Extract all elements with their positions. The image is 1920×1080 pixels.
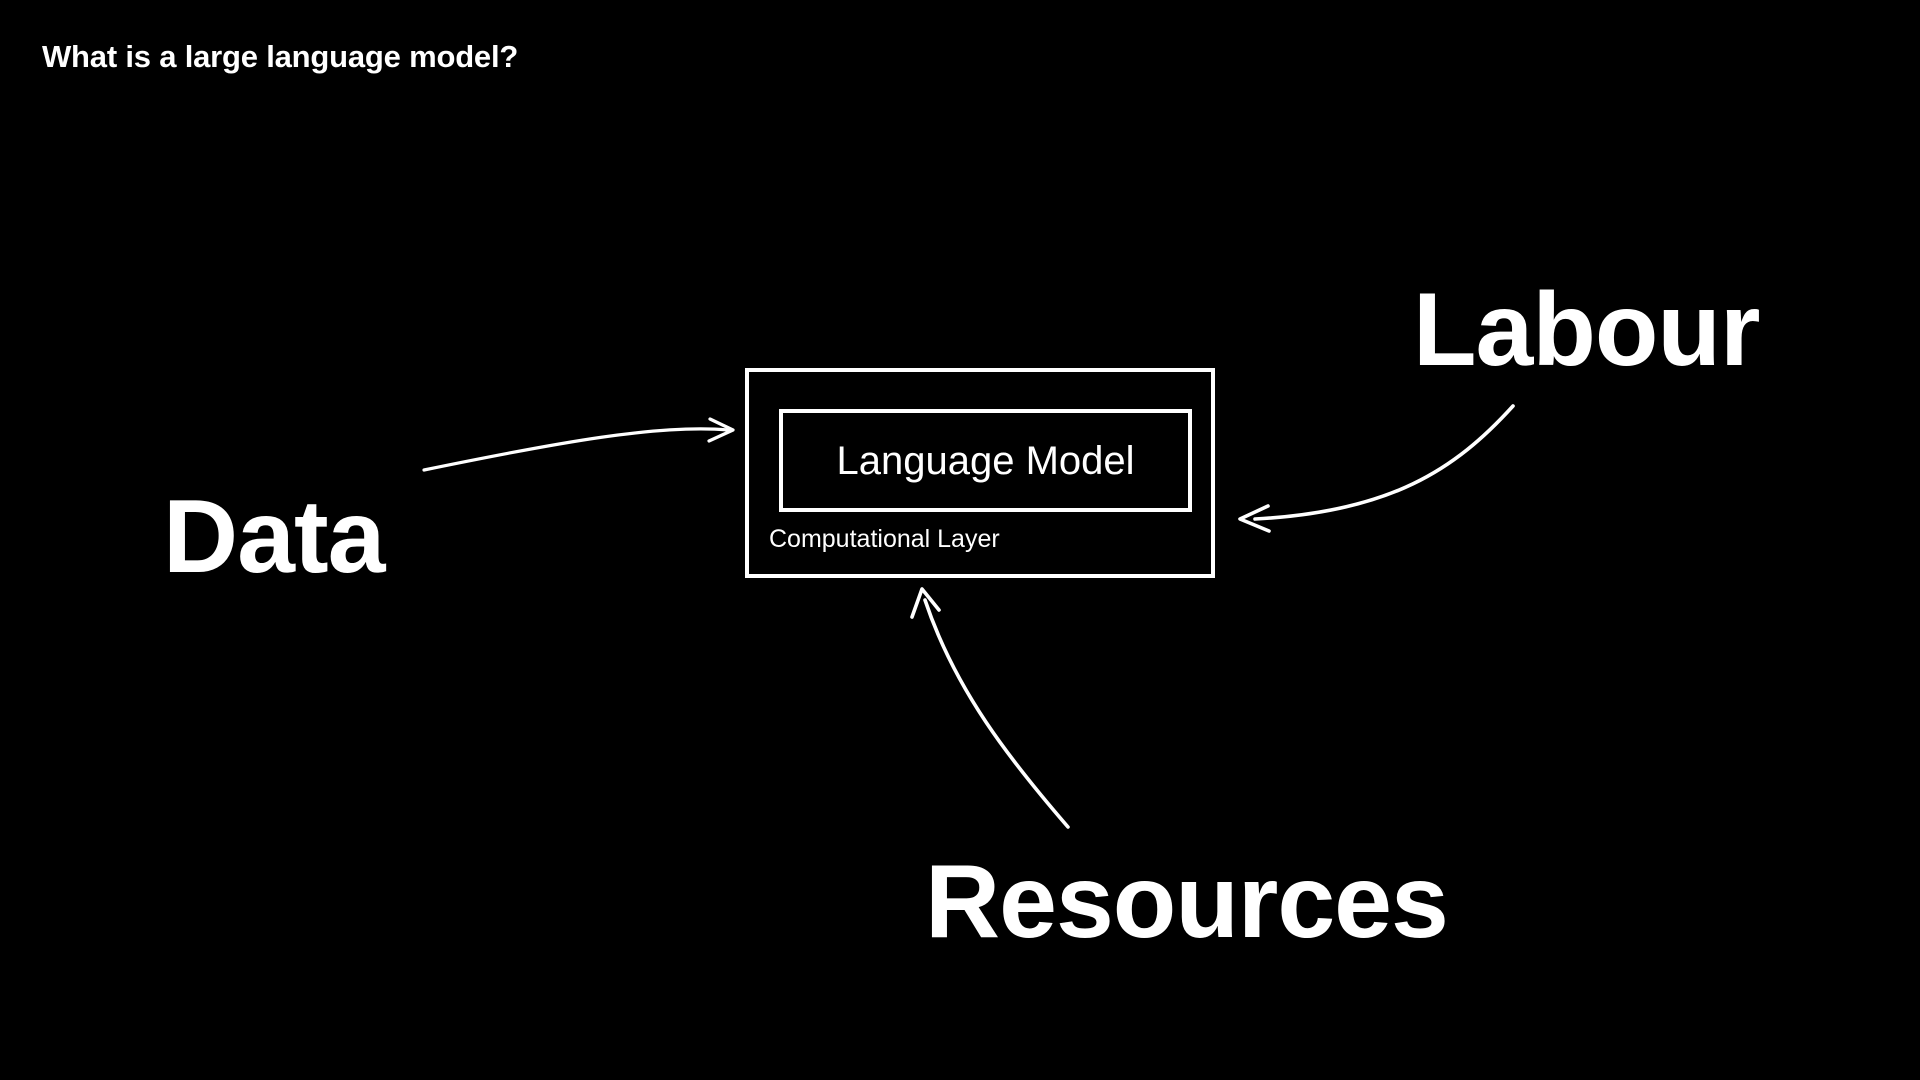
language-model-box: Language Model <box>779 409 1192 512</box>
page-title: What is a large language model? <box>42 39 519 74</box>
input-label-data: Data <box>163 479 385 595</box>
arrow-resources <box>910 587 1070 829</box>
computational-layer-label: Computational Layer <box>769 525 1000 553</box>
arrow-labour <box>1238 404 1515 533</box>
computational-layer-box: Language Model Computational Layer <box>745 368 1215 578</box>
language-model-label: Language Model <box>836 438 1135 483</box>
input-label-resources: Resources <box>925 844 1449 960</box>
input-label-labour: Labour <box>1413 272 1760 388</box>
arrow-data <box>422 417 735 472</box>
